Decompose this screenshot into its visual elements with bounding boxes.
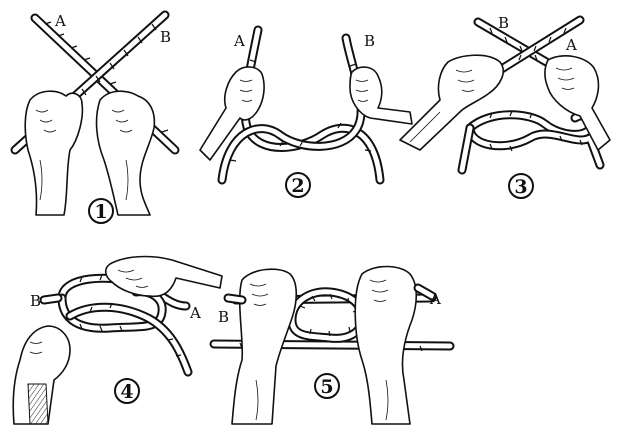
step-3-number: 3 xyxy=(514,176,527,198)
step-1-panel: A B 1 xyxy=(15,12,175,223)
step-5-panel: B A 5 xyxy=(214,267,450,425)
step-3-label-b: B xyxy=(498,14,509,32)
left-hand xyxy=(400,55,503,150)
step-4-number: 4 xyxy=(120,381,133,403)
step-2-number: 2 xyxy=(291,175,304,197)
step-2-label-b: B xyxy=(364,32,375,50)
left-hand xyxy=(25,91,82,215)
step-5-label-b: B xyxy=(218,308,229,326)
step-3-panel: B A 3 xyxy=(400,14,610,198)
step-1-label-a: A xyxy=(54,12,66,30)
step-4-label-a: A xyxy=(189,304,201,322)
step-2-panel: A B 2 xyxy=(200,30,412,197)
top-hand xyxy=(106,257,222,297)
step-5-number: 5 xyxy=(320,376,333,398)
bottom-left-hand xyxy=(13,326,70,424)
step-4-label-b: B xyxy=(30,292,41,310)
step-5-label-a: A xyxy=(429,290,441,308)
knot-body xyxy=(462,111,600,170)
rope-end-b xyxy=(228,298,242,300)
step-1-number: 1 xyxy=(94,201,107,223)
step-1-label-b: B xyxy=(160,28,171,46)
step-2-label-a: A xyxy=(233,32,245,50)
step-3-label-a: A xyxy=(565,36,577,54)
step-4-panel: B A 4 xyxy=(13,257,222,424)
right-hand xyxy=(97,91,155,215)
